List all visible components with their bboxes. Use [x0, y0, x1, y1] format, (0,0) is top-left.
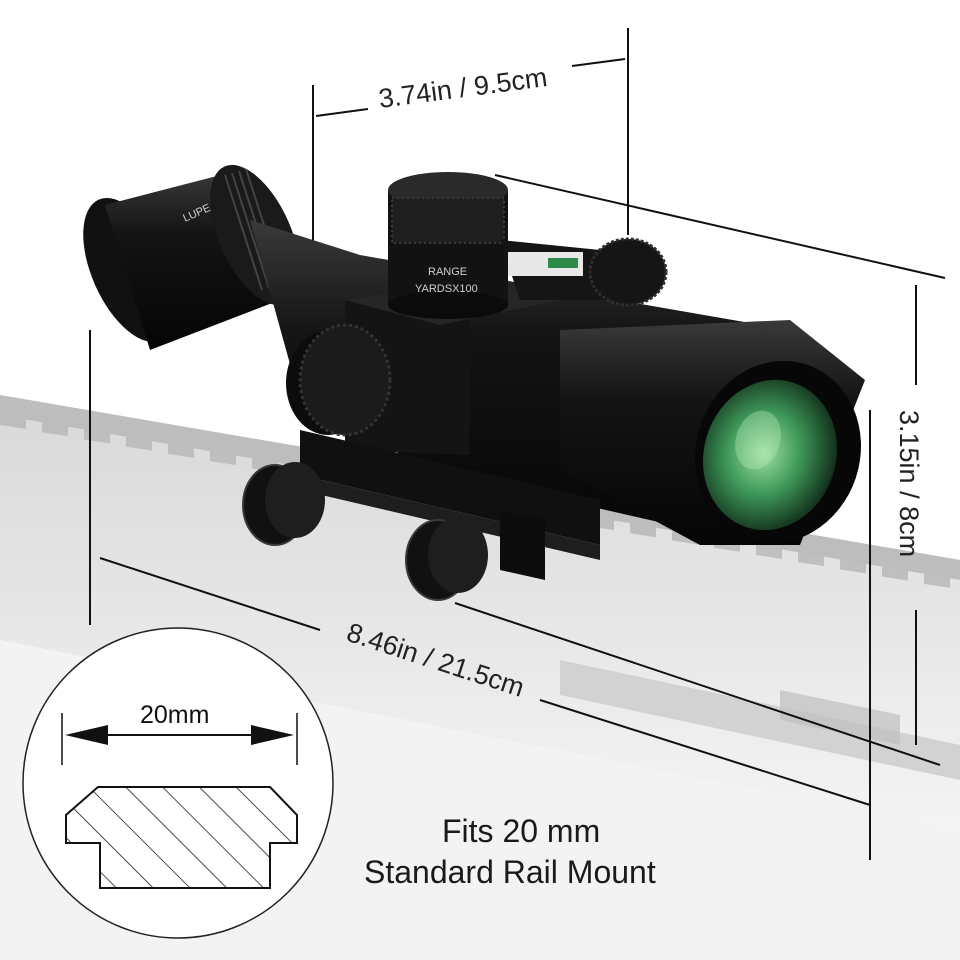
- objective-lens: [560, 320, 865, 545]
- elevation-turret: RANGE YARDSX100: [388, 172, 508, 319]
- windage-knob: [286, 323, 392, 437]
- turret-label-range: RANGE: [428, 266, 467, 278]
- rail-width-label: 20mm: [140, 701, 209, 729]
- rail-width-arrow: [61, 713, 298, 765]
- dimension-top-length: 3.74in / 9.5cm: [377, 62, 549, 114]
- dimension-height: 3.15in / 8cm: [894, 410, 924, 557]
- caption-line-2: Standard Rail Mount: [364, 854, 656, 890]
- rail-profile-inset: 20mm: [22, 627, 334, 939]
- turret-label-yards: YARDSX100: [415, 283, 478, 295]
- rail-mount: [242, 430, 600, 601]
- caption-line-1: Fits 20 mm: [442, 813, 600, 849]
- rail-profile-shape: [65, 786, 298, 889]
- riflescope: LUPE RANGE YARDSX100: [83, 164, 865, 601]
- laser-module: [500, 237, 668, 307]
- dimension-lines: [89, 28, 946, 860]
